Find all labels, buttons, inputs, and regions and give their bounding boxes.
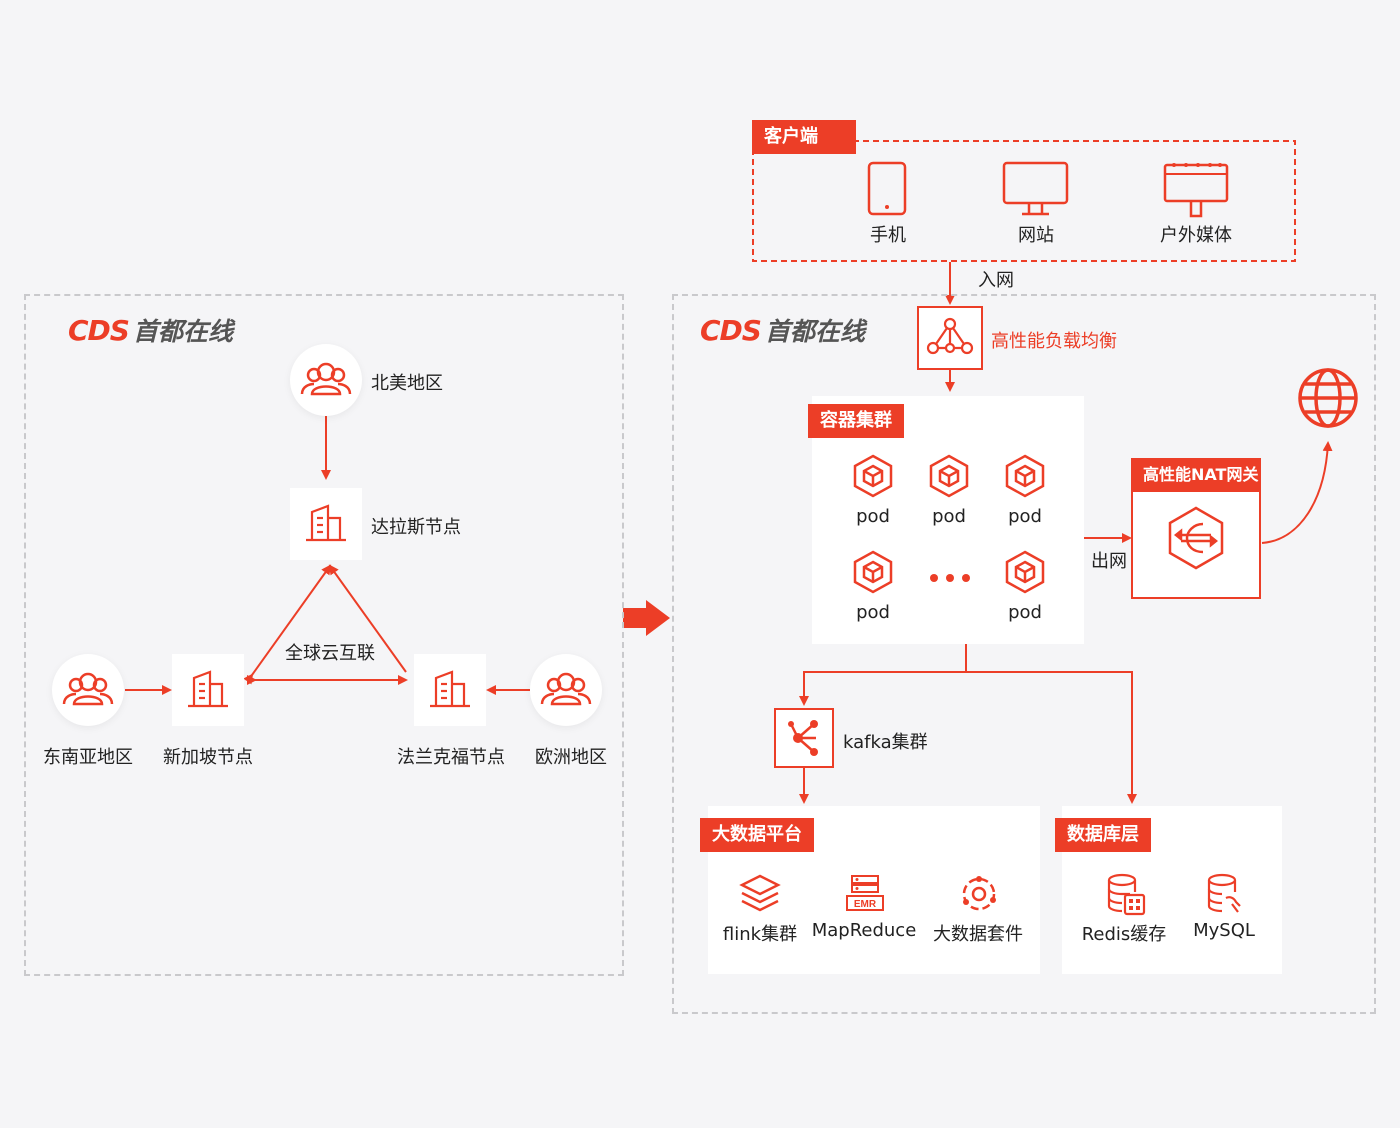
load-balancer-icon bbox=[926, 317, 974, 355]
europe-node bbox=[530, 654, 602, 726]
suite-icon bbox=[957, 872, 1001, 916]
flink-label: flink集群 bbox=[722, 924, 798, 945]
singapore-label: 新加坡节点 bbox=[163, 747, 253, 768]
billboard-icon bbox=[1162, 160, 1230, 220]
globe-icon bbox=[1295, 365, 1361, 431]
pod-label: pod bbox=[932, 506, 966, 527]
more-pods-ellipsis bbox=[929, 568, 973, 587]
emr-badge: EMR bbox=[854, 899, 877, 910]
phone-label: 手机 bbox=[870, 225, 906, 246]
kafka-icon bbox=[788, 720, 818, 756]
website-label: 网站 bbox=[1018, 225, 1054, 246]
layers-icon bbox=[738, 872, 782, 916]
arrow-cluster-to-kafka bbox=[799, 644, 967, 706]
egress-label: 出网 bbox=[1091, 551, 1127, 572]
users-icon bbox=[540, 672, 592, 706]
client-tag: 客户端 bbox=[752, 120, 856, 154]
building-icon bbox=[306, 504, 346, 542]
link-singapore-dallas bbox=[243, 564, 332, 685]
pod-cube-icon bbox=[1003, 454, 1047, 498]
kafka-node bbox=[774, 708, 834, 768]
architecture-panel bbox=[672, 294, 1376, 1014]
redis-icon bbox=[1104, 872, 1148, 918]
logo-mark: CDS bbox=[700, 314, 762, 347]
north-america-node bbox=[290, 344, 362, 416]
pod-cube-icon bbox=[851, 454, 895, 498]
kafka-label: kafka集群 bbox=[843, 732, 928, 753]
southeast-asia-label: 东南亚地区 bbox=[43, 747, 133, 768]
pod-cube-icon bbox=[927, 454, 971, 498]
pod-label: pod bbox=[1008, 506, 1042, 527]
load-balancer-label: 高性能负载均衡 bbox=[991, 331, 1117, 352]
global-network-panel bbox=[24, 294, 624, 976]
arrow-nat-to-internet bbox=[1261, 441, 1333, 544]
container-cluster-tag: 容器集群 bbox=[808, 404, 904, 438]
mapreduce-label: MapReduce bbox=[811, 920, 917, 941]
building-icon bbox=[188, 670, 228, 708]
north-america-label: 北美地区 bbox=[371, 373, 443, 394]
logo-text: 首都在线 bbox=[132, 317, 233, 346]
pod-label: pod bbox=[856, 602, 890, 623]
mysql-label: MySQL bbox=[1193, 920, 1255, 941]
southeast-asia-node bbox=[52, 654, 124, 726]
europe-label: 欧洲地区 bbox=[535, 747, 607, 768]
building-icon bbox=[430, 670, 470, 708]
dallas-label: 达拉斯节点 bbox=[371, 517, 461, 538]
link-frankfurt-dallas bbox=[328, 564, 407, 673]
pod-label: pod bbox=[856, 506, 890, 527]
pod-cube-icon bbox=[1003, 550, 1047, 594]
ingress-label: 入网 bbox=[978, 270, 1014, 291]
frankfurt-node bbox=[414, 654, 486, 726]
client-frame bbox=[752, 140, 1296, 262]
flow-arrow bbox=[623, 600, 670, 636]
billboard-label: 户外媒体 bbox=[1160, 225, 1232, 246]
users-icon bbox=[62, 672, 114, 706]
dallas-node bbox=[290, 488, 362, 560]
singapore-node bbox=[172, 654, 244, 726]
pod-label: pod bbox=[1008, 602, 1042, 623]
mysql-icon bbox=[1204, 872, 1248, 918]
emr-icon: EMR bbox=[844, 872, 888, 916]
database-tag: 数据库层 bbox=[1055, 818, 1151, 852]
monitor-icon bbox=[1002, 160, 1070, 218]
logo-text: 首都在线 bbox=[764, 317, 865, 346]
phone-icon bbox=[864, 160, 912, 218]
load-balancer-node bbox=[917, 306, 983, 370]
bigdata-tag: 大数据平台 bbox=[700, 818, 814, 852]
pod-cube-icon bbox=[851, 550, 895, 594]
frankfurt-label: 法兰克福节点 bbox=[397, 747, 505, 768]
bigdata-suite-label: 大数据套件 bbox=[933, 924, 1023, 945]
nat-gateway-icon bbox=[1168, 506, 1224, 570]
redis-label: Redis缓存 bbox=[1081, 924, 1167, 945]
nat-gateway-tag: 高性能NAT网关 bbox=[1131, 458, 1261, 492]
logo-mark: CDS bbox=[68, 314, 130, 347]
users-icon bbox=[300, 362, 352, 396]
arrow-cluster-to-database bbox=[966, 671, 1137, 804]
global-link-label: 全球云互联 bbox=[285, 643, 375, 664]
